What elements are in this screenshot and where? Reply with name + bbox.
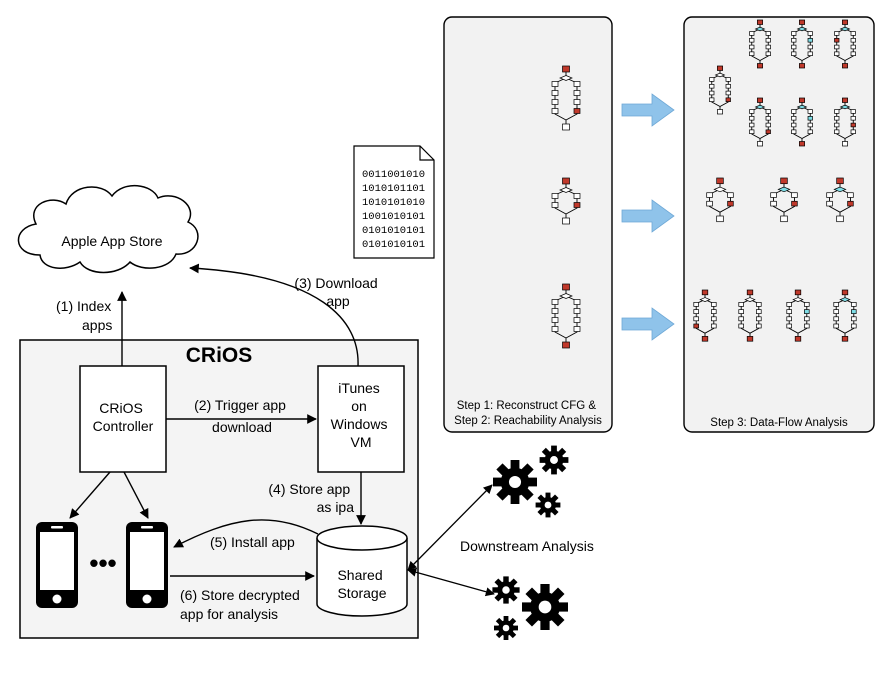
cfg-graph (826, 177, 854, 223)
cfg-graph (834, 97, 856, 147)
cfg-reachability-panel (443, 16, 613, 433)
ellipsis: ••• (89, 548, 116, 578)
shared-storage-label: Shared Storage (337, 567, 386, 601)
itunes-vm-label: iTunes on Windows VM (331, 380, 392, 450)
step-2-label: (2) Trigger app download (194, 397, 290, 435)
cfg-graph (693, 289, 717, 342)
crios-title: CRiOS (186, 344, 253, 367)
apple-app-store-cloud: Apple App Store (17, 185, 199, 274)
binary-text: 0011001010 1010101101 1010101010 1001010… (362, 169, 431, 251)
controller-to-phone-arrow (123, 471, 149, 519)
cfg-graph (770, 177, 798, 223)
downstream-label: Downstream Analysis (460, 538, 594, 554)
step-4-label: (4) Store app as ipa (268, 481, 354, 515)
panel-arrows (621, 93, 675, 341)
shared-storage-cylinder: Shared Storage (316, 525, 408, 617)
panel-1-caption: Step 1: Reconstruct CFG & Step 2: Reacha… (454, 400, 602, 427)
cfg-graphs (693, 19, 857, 342)
step-6-label: (6) Store decrypted app for analysis (180, 587, 304, 622)
cfg-graph (749, 19, 771, 69)
phone-icon (126, 522, 168, 608)
cfg-graph (551, 283, 581, 349)
downstream-arrow (407, 484, 493, 571)
gears-icon (492, 576, 568, 640)
download-app-arrow (189, 263, 359, 367)
cfg-graph (706, 177, 734, 223)
cfg-graph (834, 19, 856, 69)
controller-to-phone-arrow (69, 471, 111, 519)
downstream-arrow (407, 567, 495, 597)
cfg-graph (833, 289, 857, 342)
step-3-label: (3) Download app (294, 275, 381, 309)
install-app-arrow (173, 519, 319, 548)
cfg-graph (749, 97, 771, 147)
itunes-vm-box (317, 365, 405, 473)
data-flow-panel (683, 16, 875, 433)
cloud-label: Apple App Store (61, 233, 162, 249)
binary-file-icon: 0011001010 1010101101 1010101010 1001010… (353, 145, 435, 259)
cfg-graph (791, 97, 813, 147)
phone-icon (36, 522, 78, 608)
crios-controller-label: CRiOS Controller (93, 400, 154, 434)
cfg-graph (551, 65, 581, 131)
cfg-graphs (551, 65, 581, 349)
step-1-label: (1) Index apps (56, 298, 115, 333)
step-5-label: (5) Install app (210, 534, 295, 550)
cfg-graph (738, 289, 762, 342)
cfg-graph (709, 65, 731, 115)
cfg-graph (791, 19, 813, 69)
gears-icon (493, 445, 569, 518)
panel-2-caption: Step 3: Data-Flow Analysis (710, 417, 848, 429)
cfg-graph (551, 177, 581, 225)
crios-controller-box (79, 365, 167, 473)
cfg-graph (786, 289, 810, 342)
